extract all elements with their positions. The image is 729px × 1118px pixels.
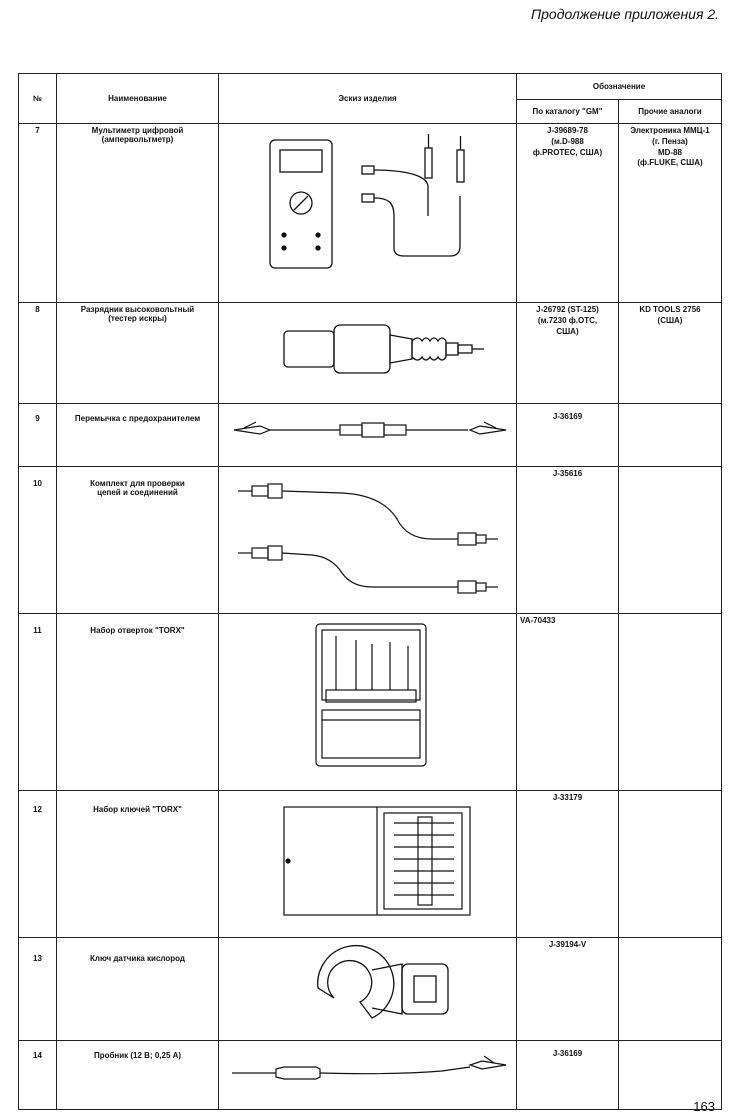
row-number: 13: [18, 937, 57, 1041]
catalog-number: J-35616: [516, 466, 619, 614]
test-light-probe-sketch: [218, 1040, 517, 1110]
table-row: 7 Мультиметр цифровой(ампервольтметр): [18, 123, 723, 303]
test-leads-kit-sketch: [218, 466, 517, 614]
page-number: 163: [693, 1099, 715, 1114]
catalog-number: J-36169: [516, 1040, 619, 1110]
torx-wrench-set-sketch: [218, 790, 517, 938]
analogs: [617, 403, 723, 467]
header-num: №: [18, 73, 57, 124]
row-name: Набор ключей "TORX": [56, 790, 219, 938]
analogs: [617, 613, 723, 791]
catalog-number: J-39194-V: [516, 937, 619, 1041]
table-row: 11 Набор отверток "TORX" VA-70433: [18, 613, 723, 791]
multimeter-sketch: [218, 123, 517, 303]
analogs: [617, 790, 723, 938]
catalog-number: VA-70433: [516, 613, 619, 791]
catalog-number: J-26792 (ST-125)(м.7230 ф.OTC,США): [516, 302, 619, 404]
spark-tester-sketch: [218, 302, 517, 404]
analogs: KD TOOLS 2756(США): [617, 302, 723, 404]
row-number: 10: [18, 466, 57, 614]
oxygen-sensor-wrench-sketch: [218, 937, 517, 1041]
header-name: Наименование: [56, 73, 219, 124]
analogs: [617, 1040, 723, 1110]
row-name: Мультиметр цифровой(ампервольтметр): [56, 123, 219, 303]
table-row: 9 Перемычка с предохранителем J-36169: [18, 403, 723, 467]
header-catalog: По каталогу "GM": [516, 99, 619, 124]
catalog-number: J-36169: [516, 403, 619, 467]
analogs: Электроника ММЦ-1(г. Пенза)MD-88(ф.FLUKE…: [617, 123, 723, 303]
header-sketch: Эскиз изделия: [218, 73, 517, 124]
tools-table: № Наименование Эскиз изделия Обозначение…: [18, 73, 723, 1110]
row-number: 8: [18, 302, 57, 404]
row-number: 14: [18, 1040, 57, 1110]
row-name: Разрядник высоковольтный(тестер искры): [56, 302, 219, 404]
torx-screwdriver-set-sketch: [218, 613, 517, 791]
row-number: 7: [18, 123, 57, 303]
row-number: 11: [18, 613, 57, 791]
table-row: 13 Ключ датчика кислород J-39194-V: [18, 937, 723, 1041]
row-name: Ключ датчика кислород: [56, 937, 219, 1041]
table-row: 8 Разрядник высоковольтный(тестер искры)…: [18, 302, 723, 404]
page-header-note: Продолжение приложения 2.: [530, 6, 719, 22]
row-name: Набор отверток "TORX": [56, 613, 219, 791]
row-number: 9: [18, 403, 57, 467]
table-row: 12 Набор ключей "TORX" J-33179: [18, 790, 723, 938]
analogs: [617, 937, 723, 1041]
row-name: Пробник (12 В; 0,25 А): [56, 1040, 219, 1110]
catalog-number: J-33179: [516, 790, 619, 938]
table-row: 14 Пробник (12 В; 0,25 А) J-36169: [18, 1040, 723, 1110]
analogs: [617, 466, 723, 614]
header-designation: Обозначение: [515, 73, 723, 100]
fused-jumper-sketch: [218, 403, 517, 467]
row-name: Перемычка с предохранителем: [56, 403, 219, 467]
row-number: 12: [18, 790, 57, 938]
header-analogs: Прочие аналоги: [617, 99, 723, 124]
